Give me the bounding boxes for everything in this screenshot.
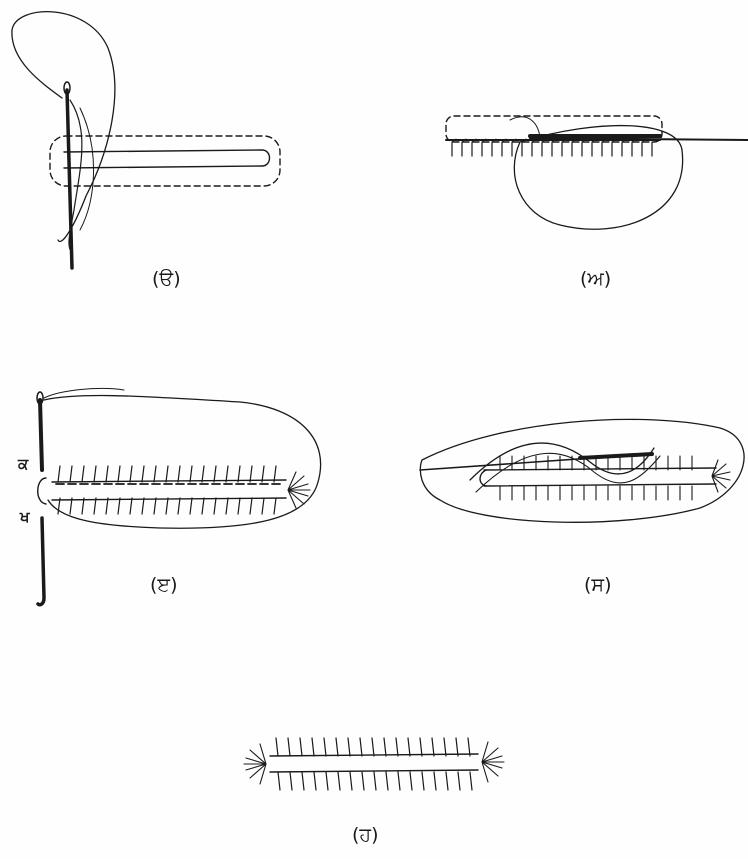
panel-u-thread-loop bbox=[12, 12, 115, 242]
panel-s-thread-loop bbox=[420, 419, 744, 522]
panel-u-dashed-outline bbox=[50, 136, 280, 186]
panel-e-fan-end bbox=[288, 472, 310, 508]
panel-h-illustration bbox=[244, 738, 504, 790]
panel-s-twist-thread bbox=[470, 443, 654, 480]
panel-h-label: (ਹ) bbox=[352, 826, 379, 845]
panel-a-illustration bbox=[446, 116, 748, 229]
panel-s-illustration bbox=[420, 419, 744, 522]
panel-u-label: (ੳ) bbox=[152, 270, 181, 289]
panel-u-slit bbox=[64, 150, 270, 168]
panel-u-thread-strand-2 bbox=[80, 108, 94, 230]
panel-e-needle-bottom bbox=[38, 518, 44, 605]
panel-h-right-fan bbox=[482, 742, 504, 782]
panel-e-label: (ੲ) bbox=[150, 576, 177, 595]
panel-e-illustration bbox=[37, 388, 321, 604]
panel-s-lower-stitches bbox=[500, 486, 692, 500]
panel-u-illustration bbox=[12, 12, 280, 268]
panel-h-left-fan bbox=[244, 744, 266, 784]
panel-e-mark-lower: ਖ bbox=[20, 510, 30, 525]
panel-e-thread-top bbox=[44, 388, 124, 398]
panel-e-slit bbox=[52, 480, 286, 500]
panel-s-needle-shank bbox=[580, 454, 652, 458]
panel-h-lower-stitches bbox=[278, 772, 472, 790]
panel-e-upper-stitches bbox=[58, 466, 276, 482]
panel-e-cut-arc bbox=[38, 478, 46, 504]
panel-u-needle bbox=[67, 90, 72, 268]
panel-a-label: (ਅ) bbox=[580, 270, 611, 289]
panel-h-slit bbox=[270, 754, 478, 772]
panel-e-thread-loop bbox=[44, 396, 321, 529]
panel-e-mark-upper: ਕ bbox=[18, 457, 28, 472]
panel-s-label: (ਸ) bbox=[584, 576, 611, 595]
panel-s-fan-end bbox=[712, 460, 730, 492]
panel-e-needle-top bbox=[40, 400, 42, 470]
panel-e-lower-stitches bbox=[58, 498, 276, 514]
panel-a-stitches bbox=[452, 142, 652, 156]
panel-s-slit bbox=[484, 468, 716, 486]
panel-h-upper-stitches bbox=[276, 738, 470, 756]
